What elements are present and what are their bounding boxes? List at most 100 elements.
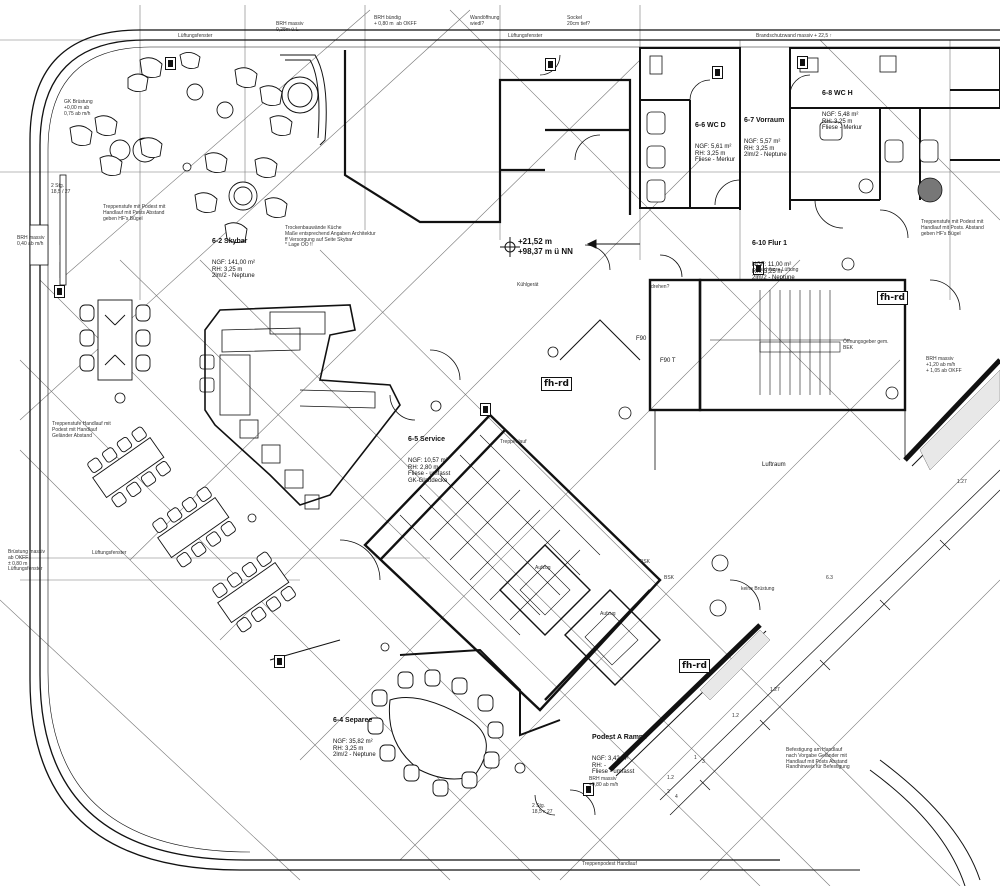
wc-fixtures (646, 55, 943, 239)
elevation-label: +21,52 m (518, 237, 553, 246)
room-data: NGF: 5,57 m² RH: 3,25 m 2lm/2 - Neptune (744, 138, 787, 159)
room-name: Podest A Rampe (592, 733, 648, 741)
room-label-flur: 6-10 Flur 1 NGF: 11,00 m² RH: 3,25 m 2lm… (752, 226, 795, 289)
fh-rd-tag: fh-rd (541, 377, 572, 391)
lueftung-note: sichtbare Lüftung (760, 267, 799, 273)
kuehlgeraet-label: Kühlgerät (517, 282, 539, 288)
stair-core-right (648, 278, 907, 470)
stair-bottom-note: 2 Stg. 18,5 x 27 (532, 803, 553, 815)
skybar-seating (69, 52, 293, 244)
lueftungsfenster-label: Lüftungsfenster (92, 550, 127, 556)
core-walls (639, 47, 1000, 210)
exterior-wall (29, 29, 1000, 871)
dimension-label: 6.3 (826, 575, 833, 581)
fire-marker-icon (583, 783, 594, 796)
lueftungsfenster-label: Lüftungsfenster (508, 33, 543, 39)
skybar-bar (280, 54, 327, 146)
top-window-note: Wandöffnung wiedl? (470, 15, 500, 27)
luftraum-label: Luftraum (762, 462, 786, 468)
position-label: 2 (667, 789, 670, 795)
fire-marker-icon (274, 655, 285, 668)
room-label-skybar: 6-2 Skybar NGF: 141,00 m² RH: 3,25 m 2lm… (212, 224, 255, 287)
kitchen-note: Trockenbauwände Küche Maße entsprechend … (285, 225, 376, 249)
f90t-label: F90 T (660, 358, 676, 364)
hinweis-note: Treppenstufe mit Podest mit Handlauf mit… (921, 219, 984, 237)
bsk-label: BSK (640, 559, 651, 565)
room-label-separee: 6-4 Separee NGF: 35,82 m² RH: 3,25 m 2lm… (333, 703, 376, 766)
brh-note: BRH massiv 0,40 ab m/h (17, 235, 45, 247)
room-label-wc-d: 6-6 WC D NGF: 5,61 m² RH: 3,25 m Fliese … (695, 108, 735, 171)
treppenlauf-label: Treppenlauf (500, 439, 527, 445)
room-label-wc-h: 6-8 WC H NGF: 5,48 m² RH: 3,25 m Fliese … (822, 76, 862, 139)
f90-label: F90 (636, 336, 647, 342)
brandschutz-label: Brandschutzwand massiv + 22,5 ↑ (756, 33, 833, 39)
dimension-label: 1.2 (667, 775, 674, 781)
keine-bruestung-note: keine Brüstung (741, 586, 775, 592)
fh-rd-tag: fh-rd (877, 291, 908, 305)
room-data: NGF: 10,57 m² RH: 2,80 m Fliese - umfass… (408, 457, 451, 485)
room-data: NGF: 141,00 m² RH: 3,25 m 2lm/2 - Neptun… (212, 259, 256, 280)
room-name: 6-7 Vorraum (744, 116, 785, 124)
room-name: 6-6 WC D (695, 121, 726, 129)
stair-note: 2 Stg. 18,5 / 27 (51, 183, 71, 195)
separee-room (269, 539, 561, 797)
elevation-marker-icon (500, 237, 640, 257)
room-name: 6-4 Separee (333, 716, 373, 724)
fire-marker-icon (753, 262, 764, 275)
brh-bottom-note: BRH massiv +0,80 ab m/h (589, 776, 619, 788)
room-label-service: 6-5 Service NGF: 10,57 m² RH: 2,80 m Fli… (408, 422, 450, 492)
fire-marker-icon (545, 58, 556, 71)
diagonal-tables (87, 426, 296, 633)
aufzug-label: Aufzug (600, 611, 616, 617)
fire-marker-icon (797, 56, 808, 69)
fire-marker-icon (54, 285, 65, 298)
dimension-lines (659, 469, 1000, 816)
room-data: NGF: 11,00 m² RH: 3,25 m 2lm/2 - Neptune (752, 261, 795, 282)
dining-area-left (79, 299, 151, 381)
fire-marker-icon (712, 66, 723, 79)
hinweis-note: Treppenstufe Handlauf mit Podest mit Han… (52, 421, 111, 439)
top-brh-right-note: BRH bündig + 0,80 m ab OKFF (374, 15, 417, 27)
drehen-note: drehen? (651, 284, 670, 290)
room-name: 6-8 WC H (822, 89, 853, 97)
room-data: NGF: 3,42 m² RH: - Fliese - umfasst (592, 755, 635, 776)
fh-rd-tag: fh-rd (679, 659, 710, 673)
position-label: 1 (694, 755, 697, 761)
aufzug-label: Aufzug (535, 565, 551, 571)
brh-right-note: BRH massiv +1,20 ab m/h + 1,05 ab OKFF (926, 356, 962, 374)
elevation-label: +98,37 m ü NN (518, 247, 573, 256)
oeffnung-note: Öffnungsgeber gem. BEK (843, 339, 889, 351)
tile-strip-right (699, 369, 1000, 701)
fire-marker-icon (480, 403, 491, 416)
room-label-podest: Podest A Rampe NGF: 3,42 m² RH: - Fliese… (592, 720, 647, 783)
bsk-label: BSK (664, 575, 675, 581)
dimension-label: 1.2 (732, 713, 739, 719)
window-note: GK Brüstung +0,00 m ab 0,75 ab m/h (64, 99, 93, 117)
room-data: NGF: 5,48 m² RH: 3,25 m Fliese - Merkur (822, 111, 863, 132)
dimension-label: 1.27 (770, 687, 780, 693)
marker-circles (114, 162, 899, 774)
top-brh-note: BRH massiv 0,28m ü.L. (276, 21, 304, 33)
position-label: 3 (702, 759, 705, 765)
top-sockel-note: Sockel 20cm tief? (567, 15, 591, 27)
room-name: 6-5 Service (408, 435, 445, 443)
position-label: 4 (675, 794, 678, 800)
service-walls (343, 50, 632, 224)
kitchen-block (199, 304, 401, 510)
lueftungsfenster-label: Lüftungsfenster (178, 33, 213, 39)
room-name: 6-10 Flur 1 (752, 239, 788, 247)
room-label-vorraum: 6-7 Vorraum NGF: 5,57 m² RH: 3,25 m 2lm/… (744, 103, 787, 166)
room-name: 6-2 Skybar (212, 237, 248, 245)
room-data: NGF: 35,82 m² RH: 3,25 m 2lm/2 - Neptune (333, 738, 376, 759)
hinweis-note: Treppenstufe mit Podest mit Handlauf mit… (103, 204, 166, 222)
hinweis-note: Befestigung am Handlauf nach Vorgabe Gel… (786, 747, 850, 771)
bottom-note: Treppenpodest Handlauf (582, 861, 637, 867)
staircase (363, 413, 662, 712)
door-swings (389, 244, 961, 816)
bruestung-note: Brüstung massiv ab OKFF ± 0,80 m Lüftung… (8, 549, 45, 573)
exterior-curve-right (780, 759, 981, 886)
dimension-label: 1.27 (957, 479, 967, 485)
fire-marker-icon (165, 57, 176, 70)
room-data: NGF: 5,61 m² RH: 3,25 m Fliese - Merkur (695, 143, 736, 164)
